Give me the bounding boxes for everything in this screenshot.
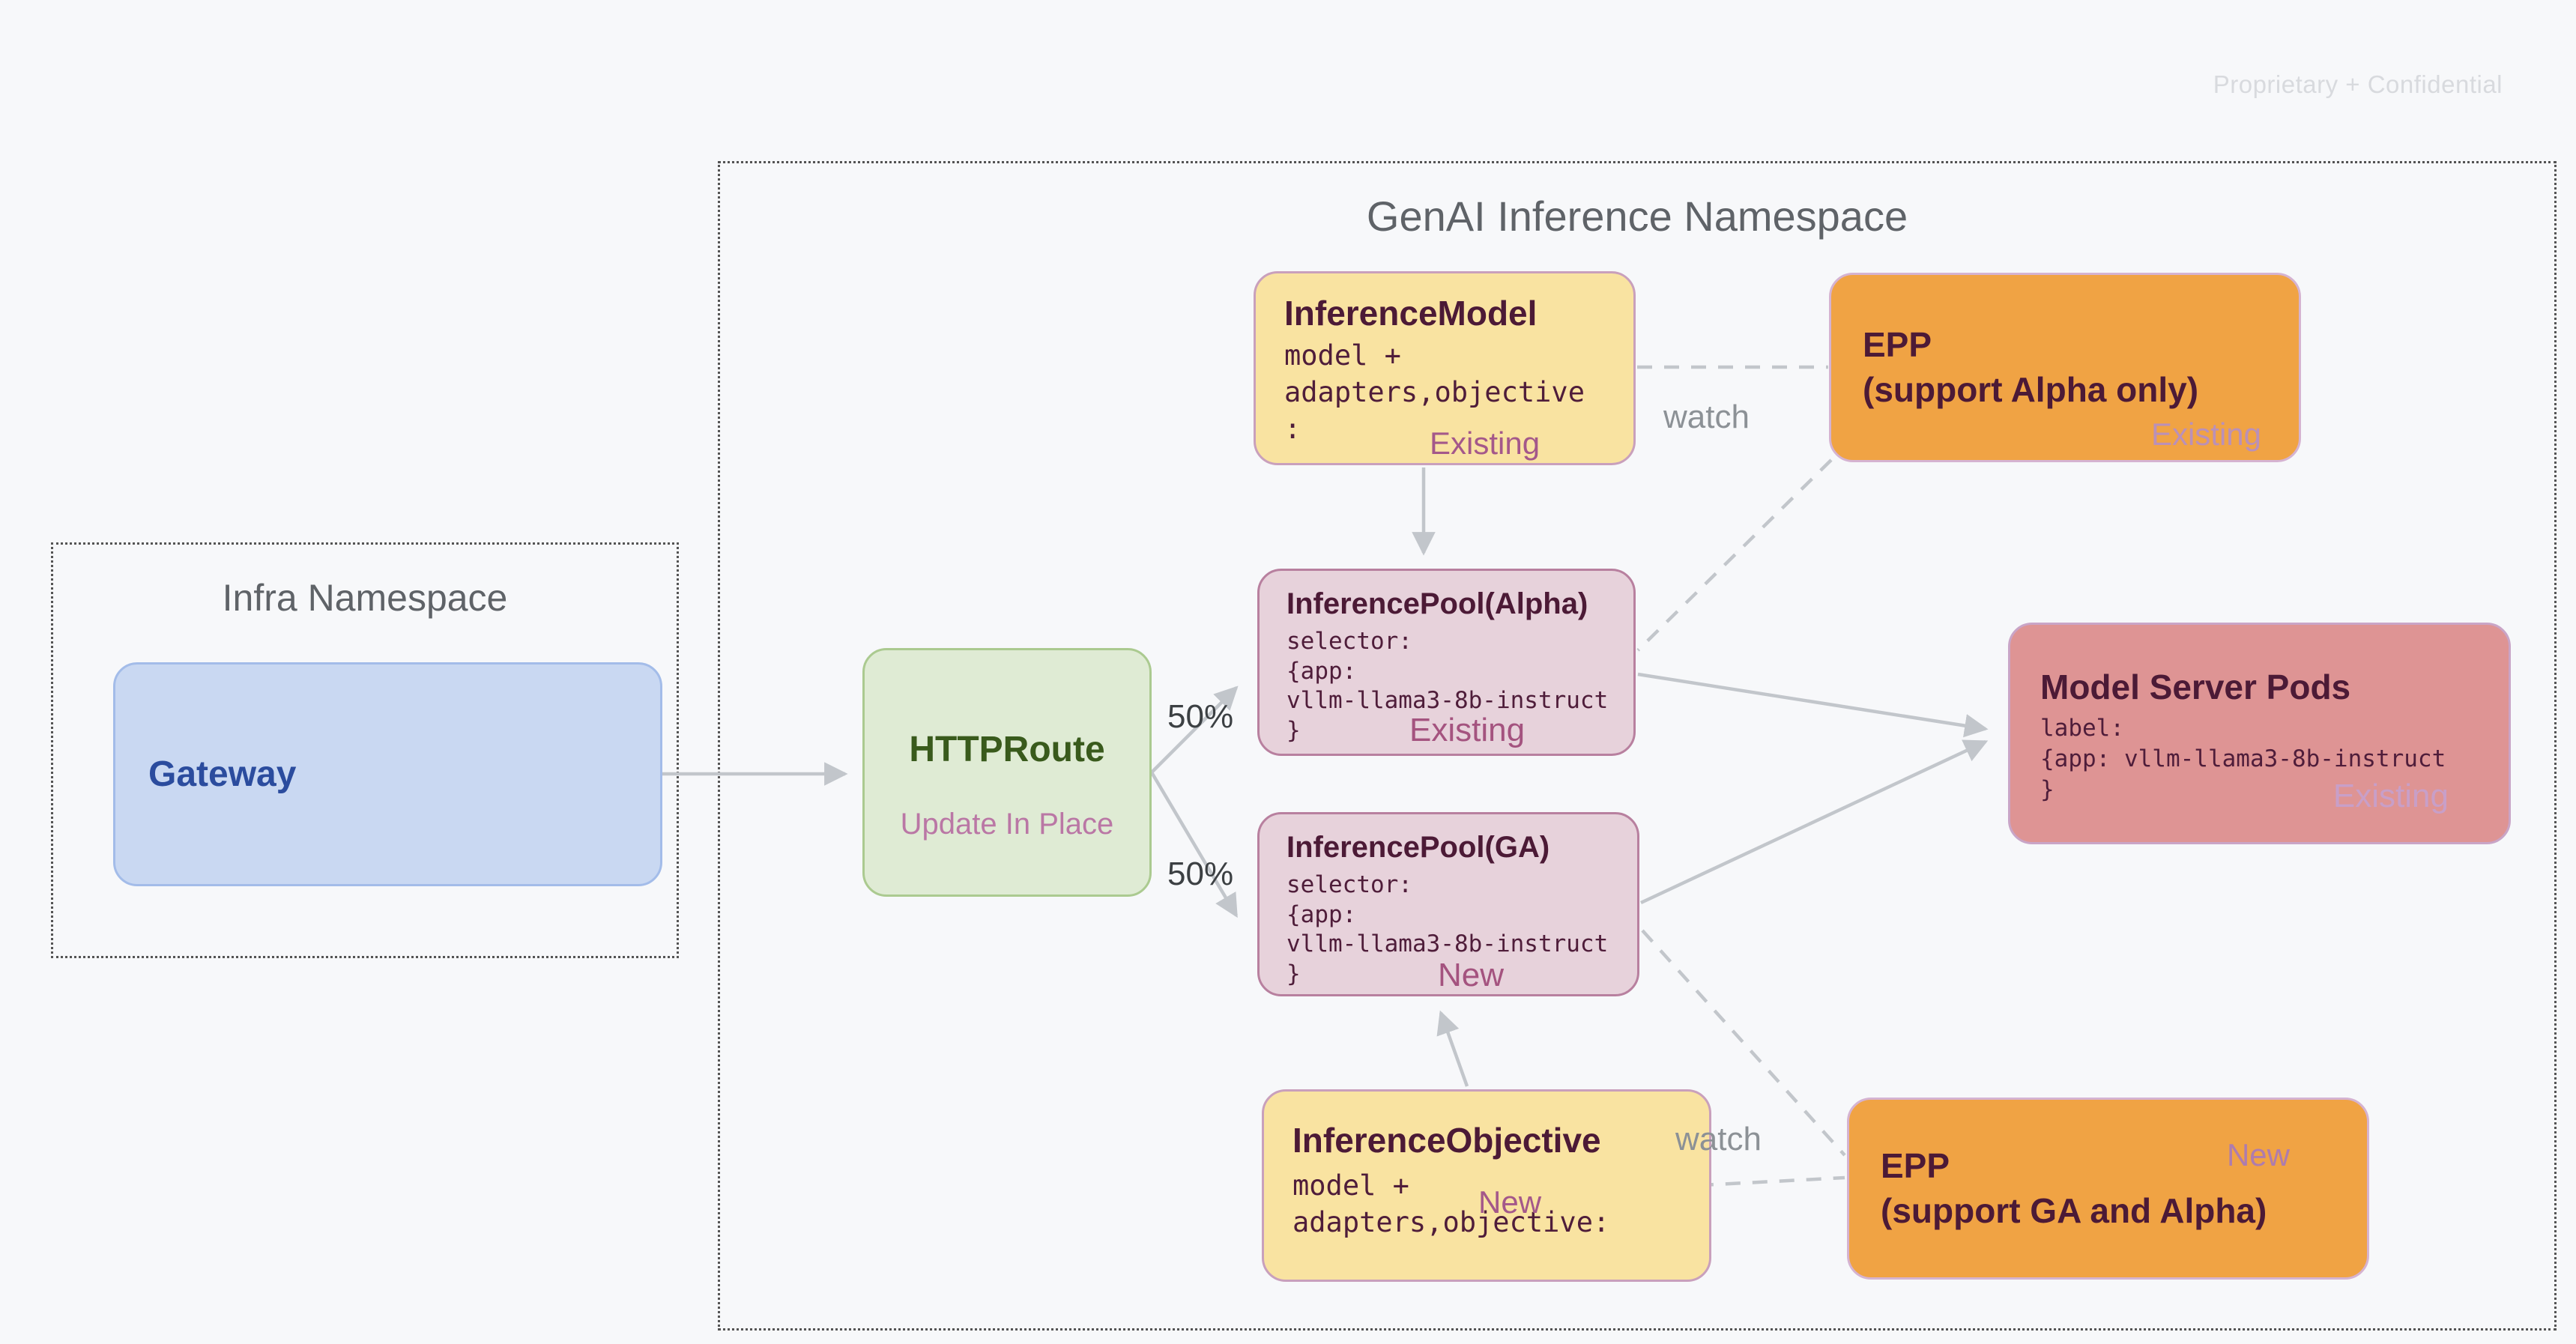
inference-objective-title: InferenceObjective xyxy=(1292,1121,1601,1160)
edge-httproute-to-pool-alpha xyxy=(1150,685,1239,774)
inference-pool-ga-code: selector: {app: vllm-llama3-8b-instruct … xyxy=(1287,871,1609,988)
genai-namespace-title: GenAI Inference Namespace xyxy=(1366,193,1908,240)
inference-pool-alpha-title: InferencePool(Alpha) xyxy=(1287,587,1588,620)
inference-model-status: Existing xyxy=(1430,426,1541,461)
confidential-watermark: Proprietary + Confidential xyxy=(2213,70,2503,98)
model-server-pods-node: Model Server Pods label: {app: vllm-llam… xyxy=(2008,623,2511,844)
epp-ga-title: EPP(support GA and Alpha) xyxy=(1881,1145,2267,1230)
inference-pool-alpha-status: Existing xyxy=(1409,712,1526,748)
edge-watch-epp-ga-pool-ga xyxy=(1641,929,1846,1157)
model-server-pods-code: label: {app: vllm-llama3-8b-instruct } xyxy=(2040,715,2446,803)
inference-model-code: model + adapters,objective: xyxy=(1284,339,1585,445)
model-server-pods-status: Existing xyxy=(2332,778,2449,814)
infra-namespace-title: Infra Namespace xyxy=(222,577,508,619)
gateway-node: Gateway xyxy=(113,662,662,886)
inference-pool-ga-status: New xyxy=(1438,957,1505,993)
inference-pool-alpha-code: selector: {app: vllm-llama3-8b-instruct … xyxy=(1287,628,1609,745)
inference-objective-code: model + adapters,objective: xyxy=(1292,1169,1610,1238)
httproute-title: HTTPRoute xyxy=(909,730,1105,769)
gateway-title: Gateway xyxy=(148,754,297,794)
traffic-split-top-label: 50% xyxy=(1167,698,1234,735)
inference-pool-alpha-node: InferencePool(Alpha) selector: {app: vll… xyxy=(1257,569,1636,756)
inference-model-node: InferenceModel model + adapters,objectiv… xyxy=(1254,271,1636,465)
httproute-subtitle: Update In Place xyxy=(900,808,1114,841)
inference-pool-ga-node: InferencePool(GA) selector: {app: vllm-l… xyxy=(1257,812,1639,996)
inference-objective-node: InferenceObjective model + adapters,obje… xyxy=(1262,1089,1711,1282)
inference-model-title: InferenceModel xyxy=(1284,294,1538,333)
inference-pool-ga-title: InferencePool(GA) xyxy=(1287,831,1550,864)
infra-namespace-group: Infra Namespace xyxy=(51,542,679,958)
edge-pool-alpha-to-pods xyxy=(1637,672,1989,738)
edge-inferenceobjective-to-pool-ga xyxy=(1436,1010,1469,1087)
epp-ga-node: EPP(support GA and Alpha) New xyxy=(1847,1098,2369,1280)
edge-pool-ga-to-pods xyxy=(1640,739,1989,905)
traffic-split-bottom-label: 50% xyxy=(1167,856,1234,892)
edge-httproute-to-pool-ga xyxy=(1150,771,1238,918)
model-server-pods-title: Model Server Pods xyxy=(2040,668,2351,706)
epp-ga-status: New xyxy=(2226,1137,2290,1172)
genai-namespace-group: GenAI Inference Namespace xyxy=(718,161,2557,1331)
watch-top-label: watch xyxy=(1663,399,1750,435)
edge-watch-epp-alpha-pool-alpha xyxy=(1636,458,1833,652)
epp-alpha-status: Existing xyxy=(2150,417,2261,452)
inference-objective-status: New xyxy=(1478,1184,1542,1220)
watch-bottom-label: watch xyxy=(1675,1121,1762,1157)
epp-alpha-title: EPP(support Alpha only) xyxy=(1863,324,2199,409)
epp-alpha-node: EPP(support Alpha only) Existing xyxy=(1829,273,2301,462)
httproute-node: HTTPRoute Update In Place xyxy=(862,648,1152,897)
